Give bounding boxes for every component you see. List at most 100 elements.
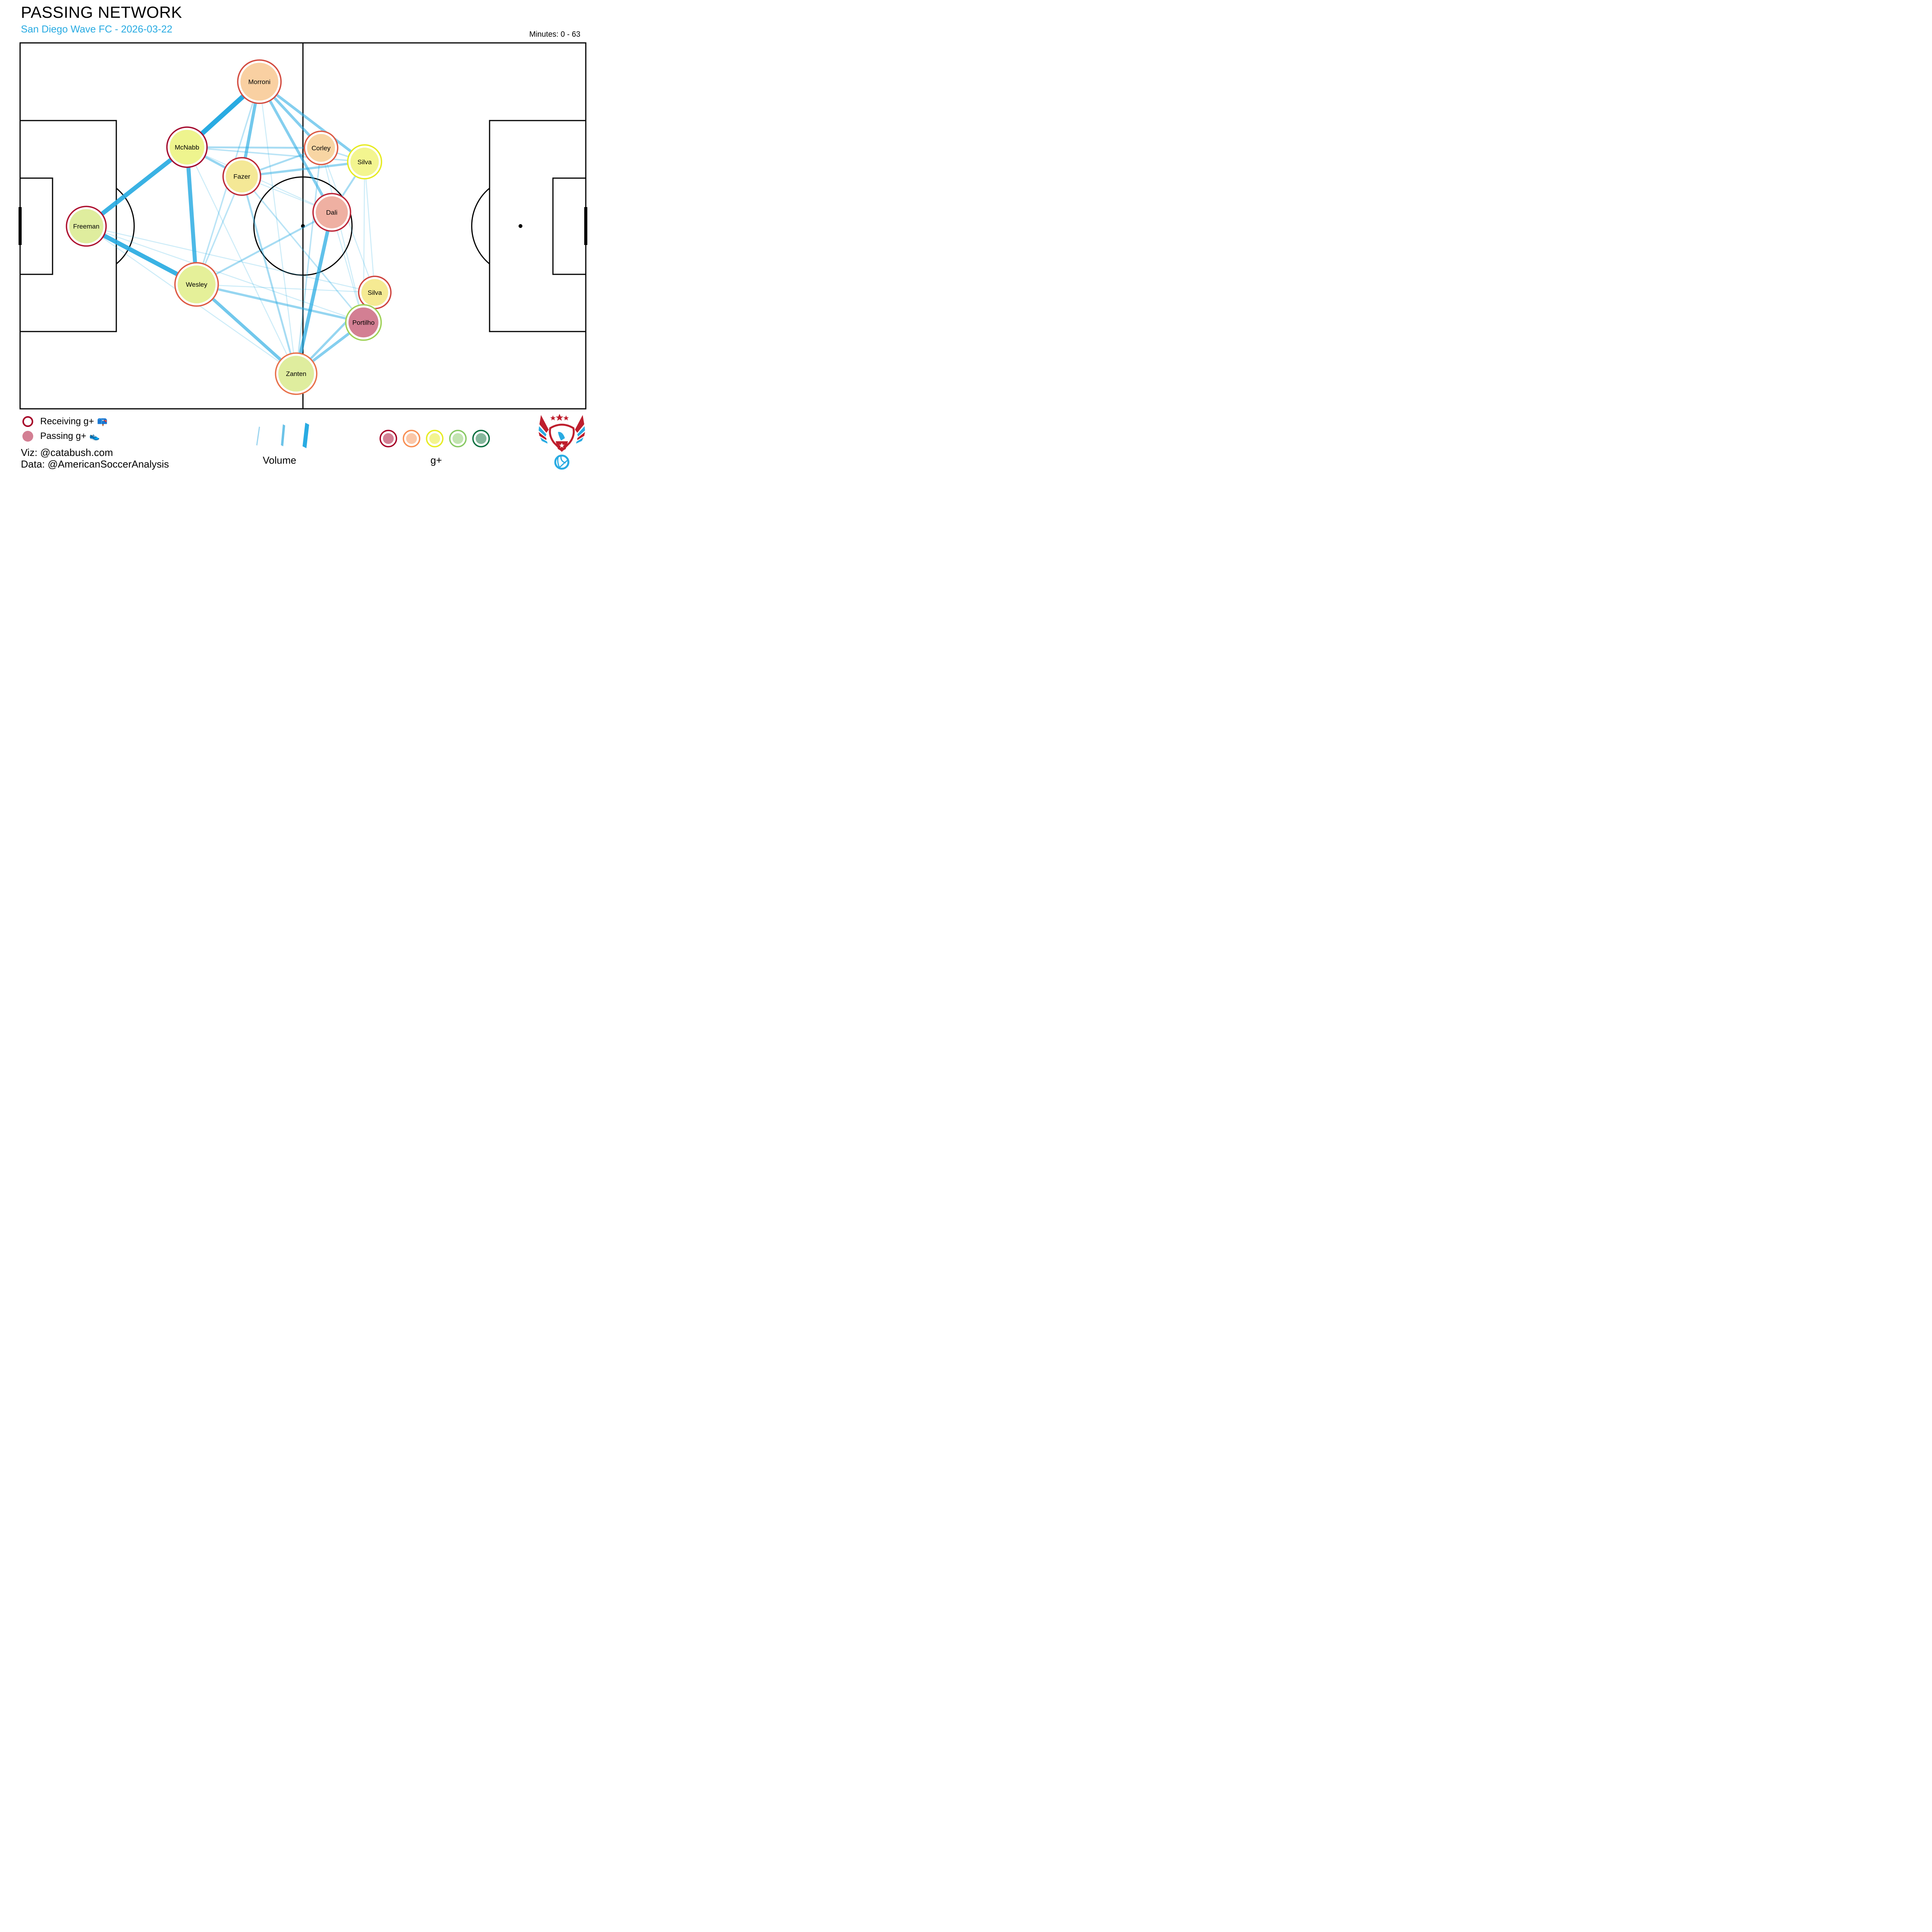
gplus-swatch-fill [452, 433, 463, 444]
right-six-yard-box [552, 177, 587, 275]
soccer-ball-icon [554, 454, 570, 470]
logo-shield-star [559, 443, 565, 448]
logo-wing-left [539, 415, 549, 433]
player-name-label: McNabb [175, 144, 199, 151]
player-name-label: Silva [357, 158, 372, 166]
pass-edge-corley-portilho [320, 148, 364, 323]
center-circle [253, 176, 353, 276]
volume-legend-label: Volume [263, 454, 296, 466]
logo-wing-right [575, 415, 584, 433]
pass-edge-dali-zanten [294, 212, 334, 374]
player-name-label: Dali [326, 209, 337, 216]
pass-edge-morroni-zanten [259, 82, 297, 374]
volume-legend-mid [281, 424, 285, 446]
gplus-swatch-1 [403, 430, 420, 447]
pass-edge-morroni-dali [258, 81, 333, 213]
logo-star-center [556, 414, 563, 421]
passing-fill [316, 196, 348, 228]
pass-edge-fazer-portilho [241, 176, 364, 323]
passing-label: Passing g+ [40, 431, 87, 441]
player-node-dali: Dali [312, 193, 351, 232]
logo-wing-left-3 [539, 432, 546, 440]
logo-star-left [550, 415, 556, 420]
logo-star-right [563, 415, 569, 420]
pass-edge-wesley-portilho [196, 283, 364, 324]
passing-fill [240, 63, 279, 101]
gplus-swatch-2 [426, 430, 444, 447]
passing-fill [307, 134, 335, 162]
player-node-morroni: Morroni [237, 59, 282, 104]
pass-edge-wesley-silva_b [196, 284, 375, 293]
player-node-wesley: Wesley [174, 262, 219, 307]
pass-edge-fazer-zanten [241, 176, 297, 374]
passing-fill [226, 160, 258, 193]
gplus-swatch-fill [429, 433, 440, 444]
soccer-ball-seams [557, 456, 568, 468]
pass-edge-corley-zanten [295, 148, 322, 374]
cleat-icon: 👟 [89, 431, 100, 441]
player-node-corley: Corley [304, 130, 338, 165]
passing-fill-swatch [22, 431, 33, 442]
pass-edge-mcnabb-zanten [186, 147, 297, 374]
logo-wing-right-4 [576, 437, 583, 444]
right-penalty-arc [471, 187, 490, 265]
pass-edge-mcnabb-wesley [185, 147, 199, 285]
volume-legend-high [303, 423, 309, 448]
passing-fill [169, 129, 204, 165]
credits: Viz: @catabush.com Data: @AmericanSoccer… [21, 447, 169, 470]
receiving-ring-swatch [22, 416, 33, 427]
passing-fill [350, 148, 379, 176]
player-name-label: Fazer [233, 173, 250, 180]
pass-edge-mcnabb-silva_t [187, 146, 365, 163]
legend-passing: Passing g+ 👟 [22, 429, 108, 444]
chart-subtitle: San Diego Wave FC - 2026-03-22 [21, 23, 173, 35]
gplus-legend [379, 430, 490, 447]
player-node-zanten: Zanten [275, 352, 318, 395]
player-node-freeman: Freeman [66, 206, 107, 247]
pass-edge-silva_t-silva_b [364, 162, 376, 293]
player-name-label: Freeman [73, 223, 99, 230]
left-six-yard-box [19, 177, 53, 275]
right-penalty-box [489, 120, 587, 332]
pass-edge-wesley-dali [196, 211, 332, 286]
minutes-range: Minutes: 0 - 63 [529, 30, 580, 39]
gplus-legend-label: g+ [430, 454, 442, 466]
logo-wing-right-3 [577, 432, 585, 440]
player-node-fazer: Fazer [222, 157, 262, 196]
legend-receiving: Receiving g+ 📪 [22, 414, 108, 429]
logo-wing-left-2 [539, 426, 546, 437]
logo-stars [550, 414, 569, 421]
player-nodes: MorroniMcNabbFazerCorleySilvaDaliFreeman… [66, 59, 392, 395]
logo-eagle-head [558, 432, 565, 440]
logo-eagle-body [549, 423, 575, 452]
passing-fill [348, 307, 379, 338]
player-node-portilho: Portilho [345, 304, 382, 341]
passing-fill [69, 209, 104, 243]
data-credit: Data: @AmericanSoccerAnalysis [21, 458, 169, 470]
pass-edge-fazer-silva_t [242, 160, 365, 178]
legend-ring-fill: Receiving g+ 📪 Passing g+ 👟 [22, 414, 108, 444]
logo-wing-right-2 [577, 426, 585, 437]
passing-fill [361, 279, 388, 306]
player-name-label: Morroni [248, 78, 270, 85]
gplus-swatch-fill [383, 433, 394, 444]
logo-wing-left-4 [540, 437, 548, 444]
player-node-silva_b: Silva [358, 276, 392, 310]
pass-edge-freeman-mcnabb [85, 145, 189, 228]
receiving-label: Receiving g+ [40, 416, 94, 427]
right-penalty-spot [519, 224, 522, 228]
center-spot [301, 224, 305, 228]
player-node-mcnabb: McNabb [166, 126, 208, 168]
player-name-label: Portilho [352, 319, 375, 327]
chart-title: PASSING NETWORK [21, 3, 182, 21]
viz-credit: Viz: @catabush.com [21, 447, 113, 458]
volume-legend-low [256, 427, 260, 446]
player-node-silva_t: Silva [347, 144, 383, 180]
player-name-label: Zanten [286, 370, 306, 378]
eagle-logo [539, 414, 585, 470]
pass-edge-freeman-silva_b [86, 226, 375, 293]
volume-legend [256, 423, 309, 448]
gplus-swatch-3 [449, 430, 467, 447]
pass-edge-mcnabb-corley [187, 146, 321, 149]
gplus-swatch-fill [406, 433, 417, 444]
